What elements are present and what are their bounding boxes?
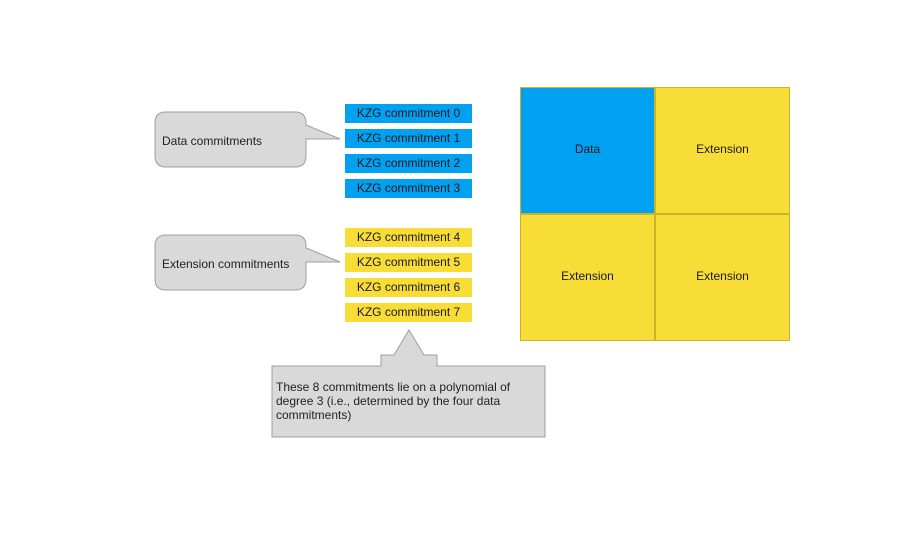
note-callout-shape xyxy=(271,329,546,438)
kzg-commitment-3: KZG commitment 3 xyxy=(345,179,472,198)
kzg-commitment-5: KZG commitment 5 xyxy=(345,253,472,272)
kzg-commitment-4: KZG commitment 4 xyxy=(345,228,472,247)
grid-cell-data: Data xyxy=(520,87,655,214)
grid-cell-label: Extension xyxy=(696,268,749,283)
polynomial-note: These 8 commitments lie on a polynomial … xyxy=(276,380,511,422)
grid-cell-extension-bottom-left: Extension xyxy=(520,214,655,341)
kzg-commitment-6: KZG commitment 6 xyxy=(345,278,472,297)
grid-cell-extension-top-right: Extension xyxy=(655,87,790,214)
extension-commitments-label: Extension commitments xyxy=(162,257,290,271)
grid-cell-extension-bottom-right: Extension xyxy=(655,214,790,341)
kzg-commitment-0: KZG commitment 0 xyxy=(345,104,472,123)
kzg-commitment-2: KZG commitment 2 xyxy=(345,154,472,173)
extension-commitments-callout-shape xyxy=(154,234,341,291)
data-extension-grid: Data Extension Extension Extension xyxy=(520,87,790,341)
grid-cell-label: Data xyxy=(574,141,601,156)
grid-cell-label: Extension xyxy=(696,141,749,156)
grid-cell-label: Extension xyxy=(561,268,614,283)
kzg-commitment-1: KZG commitment 1 xyxy=(345,129,472,148)
kzg-commitment-7: KZG commitment 7 xyxy=(345,303,472,322)
data-commitments-label: Data commitments xyxy=(162,134,263,148)
data-commitments-callout-shape xyxy=(154,111,341,168)
